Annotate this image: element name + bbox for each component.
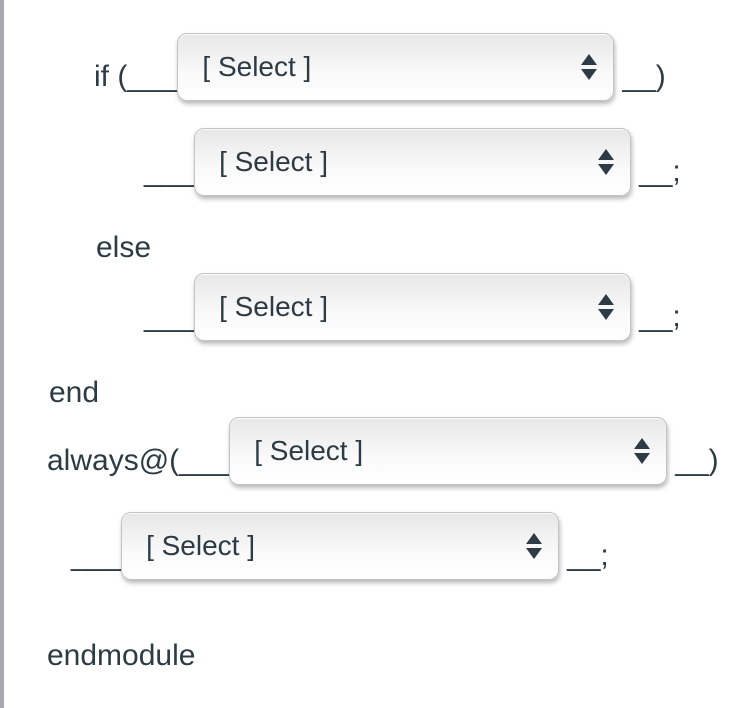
select-dropdown-if-condition[interactable]: [ Select ]	[177, 33, 615, 101]
select-placeholder: [ Select ]	[219, 146, 328, 177]
code-line-else-body: ___ [ Select ] __;	[144, 273, 681, 341]
code-text-ifbody-suffix: __;	[639, 155, 681, 188]
code-text-always-suffix: __)	[675, 444, 719, 477]
select-arrows-icon	[526, 533, 543, 559]
code-line-end: end	[49, 375, 99, 417]
code-text-if-suffix: __)	[622, 60, 666, 93]
select-arrows-icon	[598, 294, 615, 320]
select-placeholder: [ Select ]	[146, 530, 255, 561]
code-line-endmodule: endmodule	[47, 638, 195, 680]
select-placeholder: [ Select ]	[202, 51, 312, 82]
select-dropdown-always-body[interactable]: [ Select ]	[121, 512, 560, 580]
code-text-elsebody-prefix: ___	[144, 300, 195, 333]
code-text-ifbody-prefix: ___	[144, 155, 195, 188]
code-line-if: if (___ [ Select ] __)	[94, 33, 666, 101]
code-text-always-prefix: always@(___	[47, 444, 230, 477]
code-text-elsebody-suffix: __;	[639, 300, 681, 333]
code-text-if-prefix: if (___	[94, 60, 178, 93]
select-dropdown-always-sensitivity[interactable]: [ Select ]	[229, 417, 668, 485]
select-placeholder: [ Select ]	[254, 435, 364, 466]
select-placeholder: [ Select ]	[219, 291, 328, 322]
select-arrows-icon	[598, 149, 615, 175]
select-dropdown-if-body[interactable]: [ Select ]	[194, 128, 632, 196]
code-line-else: else	[96, 230, 151, 272]
select-arrows-icon	[581, 54, 598, 80]
code-text-alwaysbody-prefix: ___	[71, 539, 122, 572]
code-text-end: end	[49, 376, 100, 409]
code-line-always-body: ___ [ Select ] __;	[71, 512, 609, 580]
code-text-alwaysbody-suffix: __;	[567, 539, 609, 572]
code-line-if-body: ___ [ Select ] __;	[144, 128, 681, 196]
code-line-always: always@(___ [ Select ] __)	[47, 417, 719, 485]
select-dropdown-else-body[interactable]: [ Select ]	[194, 273, 632, 341]
code-text-else: else	[96, 231, 152, 264]
code-text-endmodule: endmodule	[47, 639, 196, 672]
select-arrows-icon	[634, 438, 651, 464]
